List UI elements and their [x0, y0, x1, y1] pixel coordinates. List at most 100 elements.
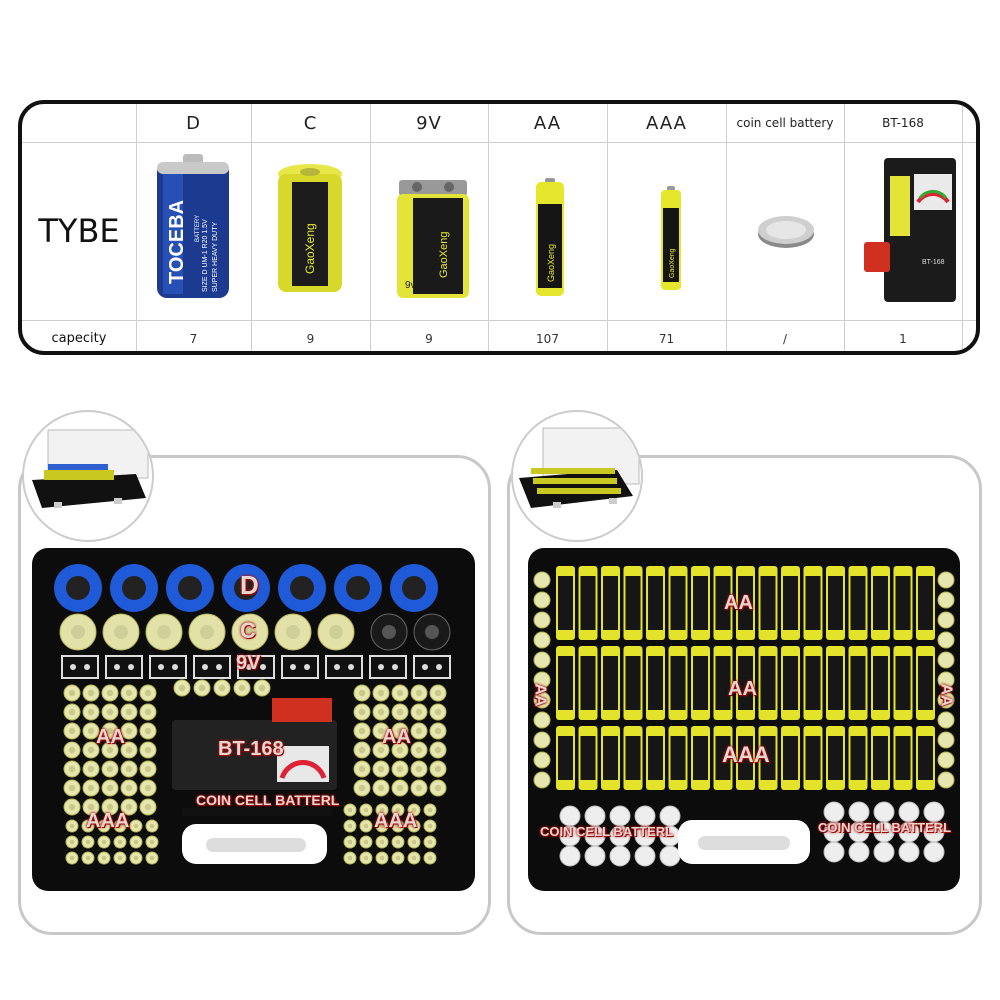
header-bt168: BT-168 [882, 116, 924, 130]
aa-battery-wrap [783, 576, 798, 630]
aa-battery-wrap [693, 656, 708, 710]
aa-cell-terminal [125, 727, 133, 735]
aa-cell-terminal [415, 727, 423, 735]
c-battery-terminal [329, 625, 343, 639]
9v-terminal [260, 664, 266, 670]
aaa-cell-terminal [395, 855, 401, 861]
aaa-cell-terminal [117, 855, 123, 861]
svg-text:GaoXeng: GaoXeng [303, 223, 317, 274]
d-battery-terminal [122, 576, 146, 600]
aa-battery-wrap [648, 656, 663, 710]
aa-side-cell [937, 651, 955, 669]
aaa-battery-wrap [760, 736, 776, 780]
aa-side-cell [533, 651, 551, 669]
aa-battery-wrap [873, 656, 888, 710]
aaa-battery-wrap [558, 736, 573, 780]
divider [370, 104, 371, 351]
divider [488, 104, 489, 351]
label-coin-cell: COIN CELL BATTERL [196, 792, 340, 808]
coin-cell [559, 805, 581, 827]
aa-cell-terminal [144, 708, 152, 716]
capacity-d: 7 [189, 332, 198, 346]
aa-battery-wrap [895, 656, 911, 710]
c-battery-terminal [114, 625, 128, 639]
aa-cell-terminal [87, 746, 95, 754]
battery-spec-table: D C 9V AA AAA coin cell battery BT-168 T… [18, 100, 980, 355]
aaa-cell-terminal [379, 823, 385, 829]
9v-battery-slot [61, 655, 99, 679]
svg-text:9v: 9v [405, 280, 416, 291]
coin-cell [584, 805, 606, 827]
aa-side-cell [533, 691, 551, 709]
9v-terminal [84, 664, 90, 670]
divider [22, 142, 976, 143]
c-battery-terminal [71, 625, 85, 639]
aa-cell-terminal [377, 784, 385, 792]
aa-side-cell [533, 771, 551, 789]
aa-side-cell [533, 591, 551, 609]
aa-battery-wrap [895, 576, 911, 630]
aa-battery-wrap [670, 576, 686, 630]
aa-cell-terminal [125, 765, 133, 773]
9v-terminal [172, 664, 178, 670]
right-product-frame [507, 455, 982, 935]
label-aaa-right: AAA [374, 810, 418, 832]
aa-cell-terminal [415, 746, 423, 754]
aa-cell-terminal [434, 784, 442, 792]
aa-cell-terminal [106, 708, 114, 716]
aa-battery-wrap [558, 576, 573, 630]
coin-cell-icon [758, 216, 814, 248]
coin-cell [898, 841, 920, 863]
aa-cell-terminal [144, 727, 152, 735]
header-9v: 9V [416, 112, 442, 134]
svg-text:SUPER HEAVY DUTY: SUPER HEAVY DUTY [212, 222, 219, 292]
aa-side-cell [533, 611, 551, 629]
c-battery-terminal [157, 625, 171, 639]
aa-cell-terminal [258, 684, 266, 692]
aaa-cell-terminal [347, 807, 353, 813]
aa-battery-wrap [715, 656, 731, 710]
coin-cell [923, 841, 945, 863]
d-battery-terminal [290, 576, 314, 600]
aaa-cell-terminal [411, 807, 417, 813]
aaa-battery-wrap [783, 736, 798, 780]
aaa-cell-terminal [427, 823, 433, 829]
9v-terminal [422, 664, 428, 670]
aa-cell-terminal [415, 708, 423, 716]
coin-cell [634, 805, 656, 827]
label-aa-side-left: AA [531, 683, 549, 707]
aaa-cell-terminal [69, 855, 75, 861]
aaa-cell-terminal [85, 823, 91, 829]
aaa-cell-terminal [363, 839, 369, 845]
aa-cell-terminal [87, 803, 95, 811]
9v-battery-slot [149, 655, 187, 679]
aaa-cell-terminal [363, 823, 369, 829]
d-battery-icon: TOCEBA SIZE D UM-1 R20 1.5V SUPER HEAVY … [157, 154, 229, 298]
aaa-battery-wrap [918, 736, 933, 780]
case-closed-preview-image [32, 429, 149, 508]
label-9v: 9V [236, 652, 261, 674]
aa-cell-terminal [396, 708, 404, 716]
aaa-battery-wrap [873, 736, 888, 780]
aaa-cell-terminal [347, 823, 353, 829]
aa-cell-terminal [434, 689, 442, 697]
aa-side-cell [533, 711, 551, 729]
tester-red-slider [272, 698, 332, 722]
aa-cell-terminal [434, 746, 442, 754]
coin-cell [823, 841, 845, 863]
9v-battery-icon: GaoXeng 9v [397, 180, 469, 298]
coin-cell [609, 845, 631, 867]
aaa-cell-terminal [411, 839, 417, 845]
aa-cell-terminal [434, 708, 442, 716]
coin-cell [584, 845, 606, 867]
aaa-battery-wrap [693, 736, 708, 780]
label-aa-left: AA [96, 726, 125, 748]
aaa-cell-terminal [69, 839, 75, 845]
aa-cell-terminal [68, 803, 76, 811]
aa-battery-wrap [693, 576, 708, 630]
aa-battery-wrap [828, 656, 843, 710]
label-aaa-left: AAA [86, 810, 130, 832]
9v-battery-slot [413, 655, 451, 679]
aa-cell-terminal [238, 684, 246, 692]
left-zoom-inset [22, 410, 154, 542]
